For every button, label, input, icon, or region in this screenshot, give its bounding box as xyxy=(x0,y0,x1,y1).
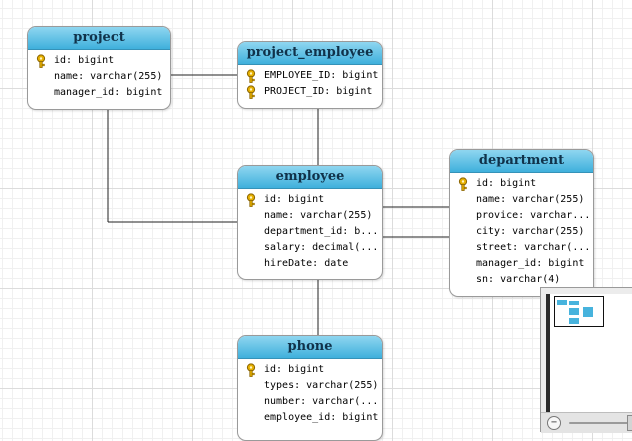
entity-phone[interactable]: phone id: bigint types: varchar(255) numbe… xyxy=(237,335,383,441)
field-list: id: bigint types: varchar(255) number: var… xyxy=(238,359,382,430)
field-row[interactable]: id: bigint xyxy=(238,362,382,378)
field-label: id: bigint xyxy=(54,55,115,66)
field-row[interactable]: name: varchar(255) xyxy=(28,69,170,85)
entity-project[interactable]: project id: bigint name: varchar(255) mana… xyxy=(27,26,171,110)
field-row[interactable]: EMPLOYEE_ID: bigint xyxy=(238,68,382,84)
field-row[interactable]: sn: varchar(4) xyxy=(450,272,593,288)
field-label: id: bigint xyxy=(264,364,325,375)
overview-entity-phone xyxy=(569,318,579,324)
field-row[interactable]: number: varchar(... xyxy=(238,394,382,410)
primary-key-icon xyxy=(245,363,257,377)
overview-viewport[interactable] xyxy=(554,296,604,327)
entity-title: employee xyxy=(238,166,382,189)
field-row[interactable]: employee_id: bigint xyxy=(238,410,382,426)
overview-entity-department xyxy=(583,307,593,317)
field-label: number: varchar(... xyxy=(264,396,379,407)
field-row[interactable]: PROJECT_ID: bigint xyxy=(238,84,382,100)
overview-panel[interactable]: − xyxy=(540,287,632,433)
primary-key-icon xyxy=(245,85,257,99)
field-row[interactable]: salary: decimal(... xyxy=(238,240,382,256)
overview-entity-project-employee xyxy=(569,301,579,305)
entity-title: phone xyxy=(238,336,382,359)
field-list: id: bigint name: varchar(255) provice: var… xyxy=(450,173,593,292)
field-label: name: varchar(255) xyxy=(476,194,585,205)
field-row[interactable]: street: varchar(... xyxy=(450,240,593,256)
field-row[interactable]: provice: varchar... xyxy=(450,208,593,224)
field-row[interactable]: id: bigint xyxy=(28,53,170,69)
field-label: id: bigint xyxy=(476,178,537,189)
field-label: id: bigint xyxy=(264,194,325,205)
primary-key-icon xyxy=(457,177,469,191)
field-label: hireDate: date xyxy=(264,258,349,269)
field-row[interactable]: id: bigint xyxy=(450,176,593,192)
field-label: street: varchar(... xyxy=(476,242,591,253)
field-label: types: varchar(255) xyxy=(264,380,379,391)
overview-zoom-bar: − xyxy=(541,412,632,433)
field-label: manager_id: bigint xyxy=(476,258,585,269)
zoom-slider-track[interactable] xyxy=(569,422,629,424)
field-row[interactable]: manager_id: bigint xyxy=(450,256,593,272)
zoom-slider-thumb[interactable] xyxy=(627,415,632,431)
overview-entity-employee xyxy=(569,308,579,315)
field-list: id: bigint name: varchar(255) manager_id: … xyxy=(28,50,170,105)
field-label: manager_id: bigint xyxy=(54,87,163,98)
field-list: id: bigint name: varchar(255) department_i… xyxy=(238,189,382,276)
entity-title: project_employee xyxy=(238,42,382,65)
field-row[interactable]: city: varchar(255) xyxy=(450,224,593,240)
field-row[interactable]: name: varchar(255) xyxy=(238,208,382,224)
entity-department[interactable]: department id: bigint name: varchar(255) p… xyxy=(449,149,594,297)
overview-entity-project xyxy=(557,300,567,305)
field-row[interactable]: types: varchar(255) xyxy=(238,378,382,394)
field-label: sn: varchar(4) xyxy=(476,274,561,285)
field-row[interactable]: department_id: b... xyxy=(238,224,382,240)
field-label: name: varchar(255) xyxy=(264,210,373,221)
field-row[interactable]: name: varchar(255) xyxy=(450,192,593,208)
primary-key-icon xyxy=(245,69,257,83)
primary-key-icon xyxy=(245,193,257,207)
field-row[interactable]: id: bigint xyxy=(238,192,382,208)
entity-title: department xyxy=(450,150,593,173)
field-label: PROJECT_ID: bigint xyxy=(264,86,373,97)
field-label: employee_id: bigint xyxy=(264,412,379,423)
field-row[interactable]: manager_id: bigint xyxy=(28,85,170,101)
field-label: department_id: b... xyxy=(264,226,379,237)
primary-key-icon xyxy=(35,54,47,68)
field-label: salary: decimal(... xyxy=(264,242,379,253)
zoom-out-icon[interactable]: − xyxy=(547,416,561,430)
entity-employee[interactable]: employee id: bigint name: varchar(255) dep… xyxy=(237,165,383,280)
field-label: name: varchar(255) xyxy=(54,71,163,82)
field-label: EMPLOYEE_ID: bigint xyxy=(264,70,379,81)
field-label: city: varchar(255) xyxy=(476,226,585,237)
overview-canvas[interactable] xyxy=(546,294,632,412)
entity-title: project xyxy=(28,27,170,50)
relationship-lines xyxy=(107,74,450,336)
field-row[interactable]: hireDate: date xyxy=(238,256,382,272)
field-label: provice: varchar... xyxy=(476,210,591,221)
